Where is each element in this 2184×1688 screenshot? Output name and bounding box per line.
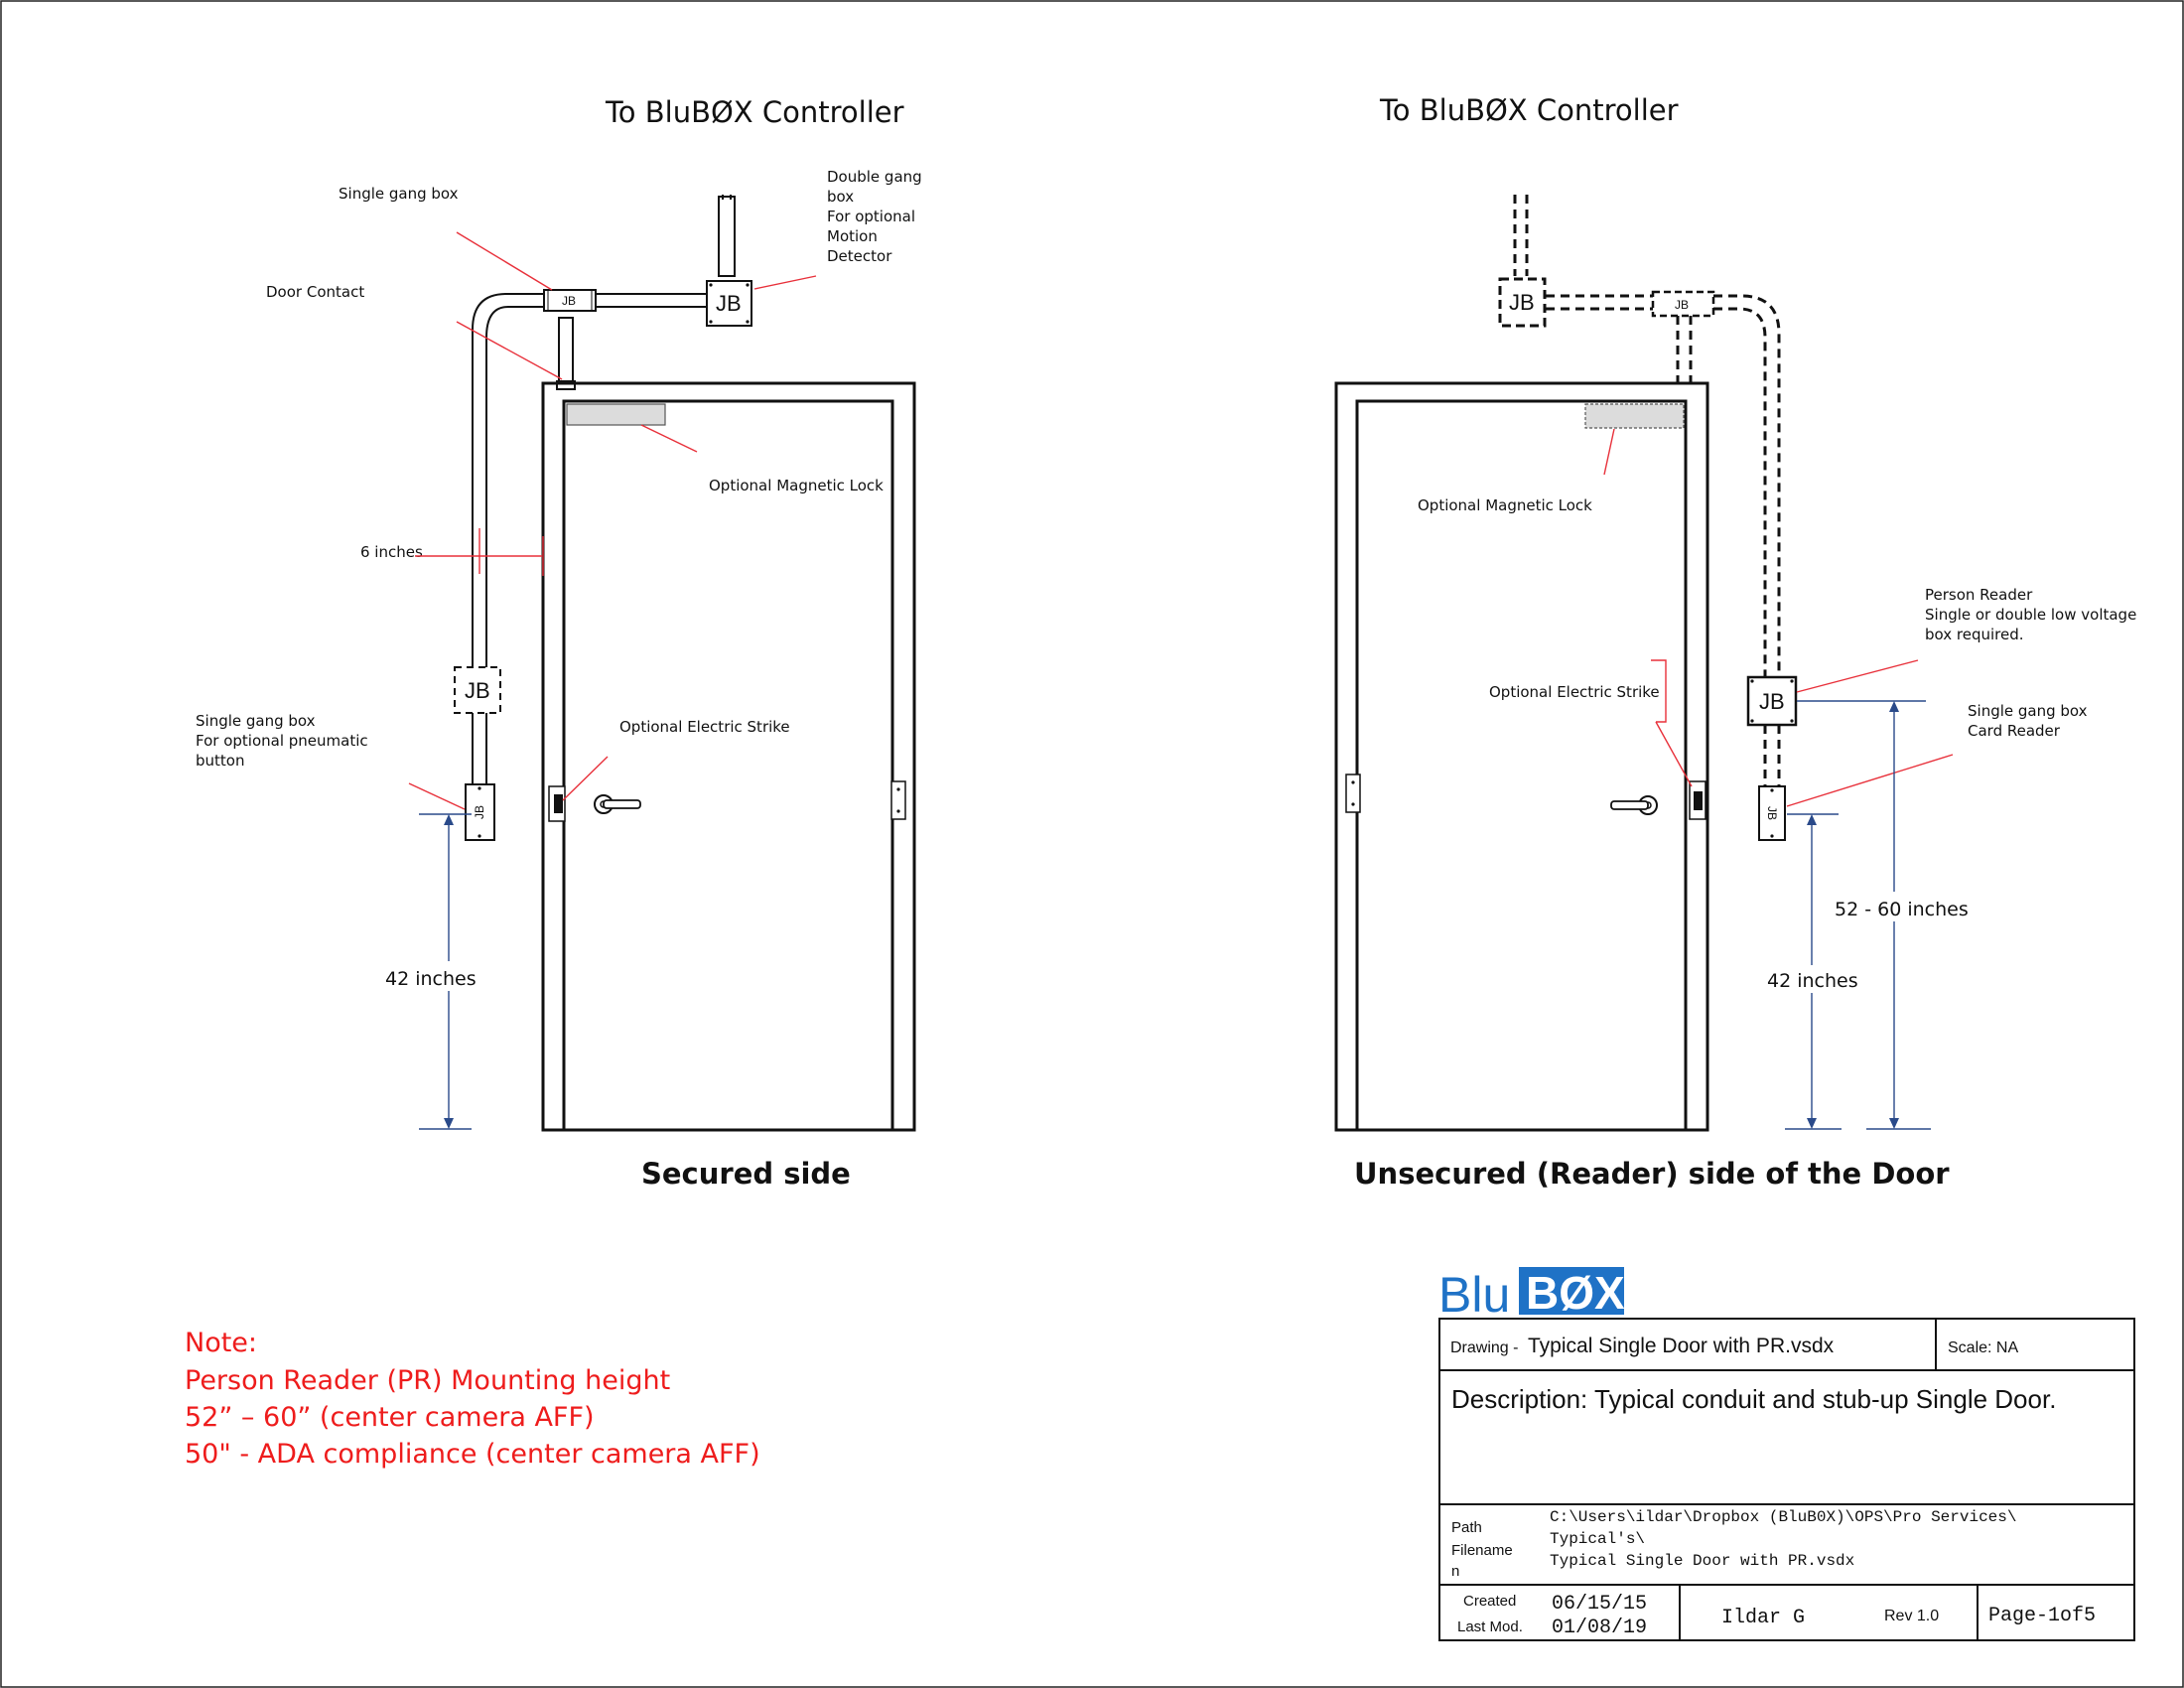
blubox-logo: Blu BØX xyxy=(1438,1267,1625,1323)
author-name: Ildar G xyxy=(1721,1607,1805,1629)
right-pr-height-label: 52 - 60 inches xyxy=(1835,899,1969,920)
left-controller-label: To BluBØX Controller xyxy=(605,95,904,129)
page-number: Page-1of5 xyxy=(1988,1605,2096,1627)
left-single-gang-box-label: Single gang box xyxy=(339,185,459,203)
right-double-gang-jb: JB xyxy=(1498,277,1547,328)
right-side-label: Unsecured (Reader) side of the Door xyxy=(1354,1157,1950,1191)
unsecured-side-diagram: To BluBØX Controller JB JB xyxy=(1334,93,2136,1191)
left-side-label: Secured side xyxy=(641,1157,851,1191)
svg-text:Single gang box: Single gang box xyxy=(196,712,316,730)
left-pneumatic-label: Single gang box For optional pneumatic b… xyxy=(196,712,368,770)
left-double-gang-jb: JB xyxy=(706,280,752,327)
right-electric-strike-label: Optional Electric Strike xyxy=(1489,683,1660,701)
left-lower-single-gang-jb: JB xyxy=(465,783,495,841)
logo-box-background xyxy=(1519,1267,1624,1315)
svg-text:For optional: For optional xyxy=(827,208,915,225)
right-card-reader-label: Single gang box Card Reader xyxy=(1968,702,2088,740)
right-person-reader-jb: JB xyxy=(1746,675,1798,727)
scale-label: Scale: NA xyxy=(1948,1339,2018,1356)
svg-text:box: box xyxy=(827,188,854,206)
left-pneumatic-jb: JB xyxy=(454,666,501,714)
svg-text:Double gang: Double gang xyxy=(827,168,922,186)
left-door-contact-label: Door Contact xyxy=(266,283,364,301)
left-double-gang-label: Double gang box For optional Motion Dete… xyxy=(827,168,922,265)
left-annotations: Single gang box Door Contact Double gang… xyxy=(196,168,922,810)
right-height-label: 42 inches xyxy=(1767,970,1858,992)
left-six-inches-label: 6 inches xyxy=(360,543,423,561)
svg-text:button: button xyxy=(196,752,244,770)
right-card-reader-jb: JB xyxy=(1758,785,1786,841)
left-single-gang-jb-label: JB xyxy=(562,294,576,308)
left-electric-strike-label: Optional Electric Strike xyxy=(619,718,790,736)
svg-text:Person Reader: Person Reader xyxy=(1925,586,2033,604)
left-height-label: 42 inches xyxy=(385,968,477,990)
note-line-2: 52” – 60” (center camera AFF) xyxy=(185,1402,595,1433)
right-height-dimension: 42 inches xyxy=(1762,813,1863,1130)
svg-text:Motion: Motion xyxy=(827,227,878,245)
left-single-gang-box: JB xyxy=(543,289,597,312)
lastmod-date: 01/08/19 xyxy=(1552,1617,1647,1639)
description-text: Description: Typical conduit and stub-up… xyxy=(1451,1384,2056,1414)
secured-side-diagram: To BluBØX Controller JB xyxy=(196,95,922,1191)
right-annotations: Optional Magnetic Lock Person Reader Sin… xyxy=(1418,428,2136,807)
left-door-hinge xyxy=(890,780,906,820)
right-pr-jb-label: JB xyxy=(1759,689,1785,714)
left-jb-label: JB xyxy=(716,291,742,316)
right-pr-height-dimension: 52 - 60 inches xyxy=(1797,700,1969,1130)
svg-text:Detector: Detector xyxy=(827,247,892,265)
title-block: Drawing - Typical Single Door with PR.vs… xyxy=(1438,1318,2135,1641)
revision: Rev 1.0 xyxy=(1884,1608,1939,1624)
svg-text:For optional pneumatic: For optional pneumatic xyxy=(196,732,368,750)
svg-text:Single gang box: Single gang box xyxy=(1968,702,2088,720)
left-door-handle xyxy=(594,794,641,814)
left-lower-jb-label: JB xyxy=(473,805,486,819)
right-door-hinge xyxy=(1345,774,1361,813)
right-single-gang-box: JB xyxy=(1651,290,1715,318)
logo-box-text: BØX xyxy=(1526,1267,1625,1319)
created-label: Created xyxy=(1463,1593,1516,1610)
mounting-note: Note: Person Reader (PR) Mounting height… xyxy=(185,1328,760,1470)
right-door-handle xyxy=(1610,795,1658,815)
right-card-jb-label: JB xyxy=(1765,806,1779,820)
path-line-3: Typical Single Door with PR.vsdx xyxy=(1550,1552,1854,1570)
drawing-name: Typical Single Door with PR.vsdx xyxy=(1528,1335,1835,1357)
path-line-2: Typical's\ xyxy=(1550,1530,1645,1548)
path-label: Path xyxy=(1451,1519,1482,1536)
logo-blu-text: Blu xyxy=(1438,1267,1510,1323)
drawing-prefix: Drawing - xyxy=(1450,1339,1518,1356)
path-line-1: C:\Users\ildar\Dropbox (BluB0X)\OPS\Pro … xyxy=(1550,1508,2016,1526)
note-line-1: Person Reader (PR) Mounting height xyxy=(185,1365,670,1396)
svg-text:box required.: box required. xyxy=(1925,626,2024,643)
left-height-dimension: 42 inches xyxy=(377,813,477,1130)
right-conduit xyxy=(1513,195,1781,786)
right-controller-label: To BluBØX Controller xyxy=(1379,93,1679,127)
left-magnetic-lock xyxy=(566,403,666,426)
left-pneumatic-jb-label: JB xyxy=(465,678,490,703)
filename-label: Filename xyxy=(1451,1542,1513,1559)
left-door xyxy=(541,381,916,1132)
note-heading: Note: xyxy=(185,1328,257,1358)
note-line-3: 50" - ADA compliance (center camera AFF) xyxy=(185,1439,760,1470)
right-person-reader-label: Person Reader Single or double low volta… xyxy=(1925,586,2136,643)
right-single-gang-jb-label: JB xyxy=(1675,298,1689,312)
right-jb-label: JB xyxy=(1509,290,1535,315)
right-door xyxy=(1334,381,1709,1132)
svg-text:Single or double low voltage: Single or double low voltage xyxy=(1925,606,2136,624)
created-date: 06/15/15 xyxy=(1552,1593,1647,1616)
lastmod-label: Last Mod. xyxy=(1457,1618,1523,1635)
right-magnetic-lock xyxy=(1584,403,1685,429)
filename-label-cont: n xyxy=(1451,1563,1459,1580)
right-magnetic-lock-label: Optional Magnetic Lock xyxy=(1418,496,1592,514)
left-magnetic-lock-label: Optional Magnetic Lock xyxy=(709,477,884,494)
svg-text:Card Reader: Card Reader xyxy=(1968,722,2061,740)
